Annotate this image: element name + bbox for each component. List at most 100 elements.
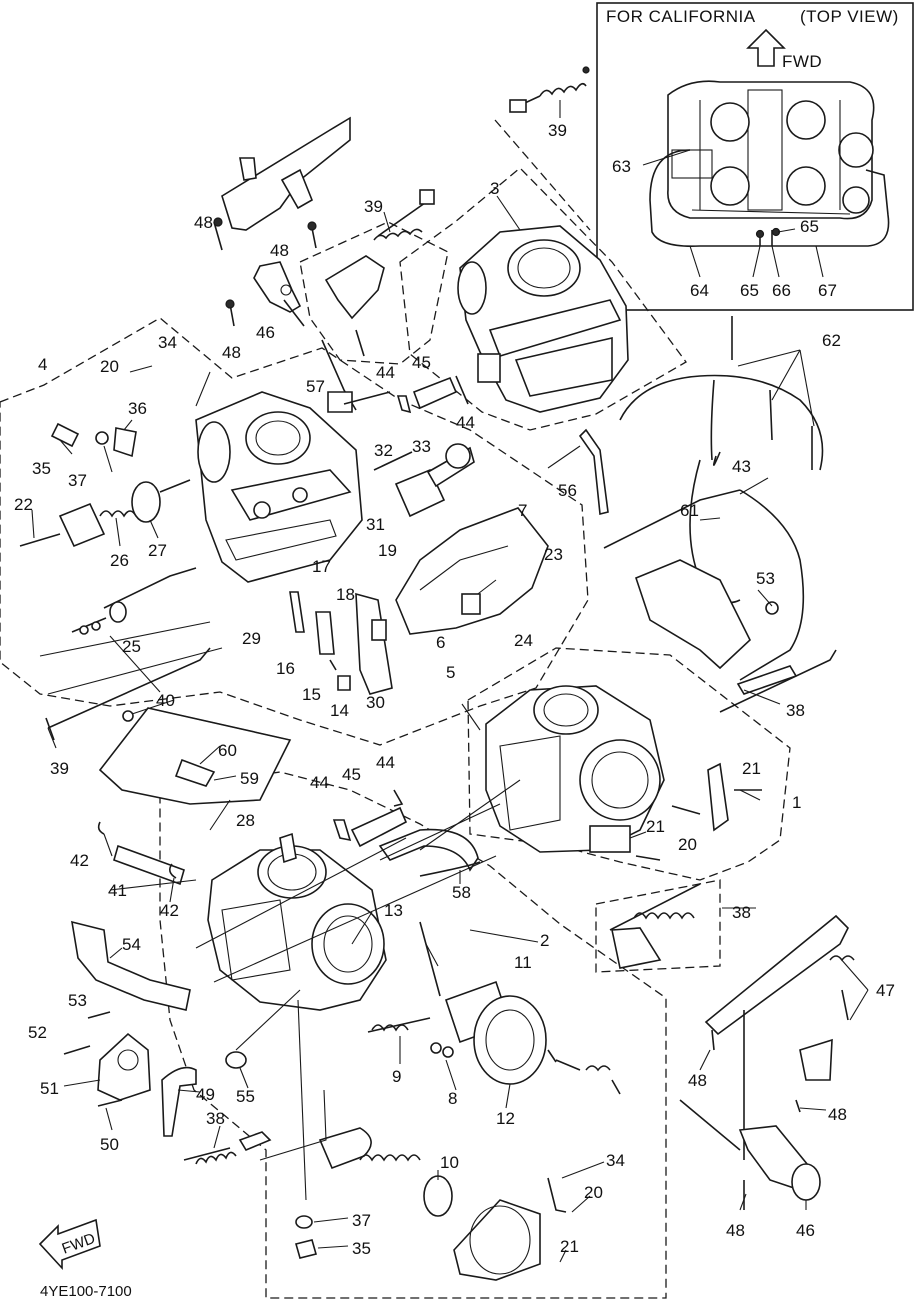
callout-14: 14: [330, 701, 349, 720]
diaphragm-parts: [367, 921, 621, 1095]
callout-37: 37: [352, 1211, 371, 1230]
spring-39-top: [509, 66, 590, 113]
callout-49: 49: [196, 1085, 215, 1104]
assembly-4-outline: [0, 317, 589, 746]
callout-6: 6: [436, 633, 445, 652]
inset-hose: [649, 149, 890, 248]
cables-and-hoses-right: [603, 316, 824, 681]
callout-13: 13: [384, 901, 403, 920]
callout-19: 19: [378, 541, 397, 560]
hose-58: [378, 828, 481, 877]
callout-39: 39: [364, 197, 383, 216]
callout-9: 9: [392, 1067, 401, 1086]
callout-40: 40: [156, 691, 175, 710]
callout-44: 44: [376, 363, 395, 382]
hose-41: [97, 821, 185, 886]
callout-23: 23: [544, 545, 563, 564]
callout-54: 54: [122, 935, 141, 954]
callout-21: 21: [742, 759, 761, 778]
callout-leaders: [31, 100, 869, 1263]
callout-15: 15: [302, 685, 321, 704]
bottom-small-parts: [259, 999, 327, 1259]
diagram-code: 4YE100-7100: [40, 1283, 132, 1300]
assembly-2-outline: [159, 771, 667, 1299]
callout-31: 31: [366, 515, 385, 534]
callout-21: 21: [646, 817, 665, 836]
callout-38: 38: [206, 1109, 225, 1128]
callout-7: 7: [518, 501, 527, 520]
rod-39-left: [39, 621, 223, 741]
lower-left-parts: [63, 920, 272, 1165]
callout-58: 58: [452, 883, 471, 902]
callout-20: 20: [100, 357, 119, 376]
top-cover-10: [318, 1127, 567, 1281]
callout-62: 62: [822, 331, 841, 350]
callout-27: 27: [148, 541, 167, 560]
fwd-arrow-icon: [38, 1218, 101, 1271]
callout-45: 45: [342, 765, 361, 784]
callout-2: 2: [540, 931, 549, 950]
inset-callout-64: 64: [690, 281, 709, 300]
carburetor-4: [195, 391, 363, 583]
callout-47: 47: [876, 981, 895, 1000]
callout-17: 17: [312, 557, 331, 576]
callout-24: 24: [514, 631, 533, 650]
carburetor-2: [207, 832, 387, 1011]
callout-34: 34: [606, 1151, 625, 1170]
connecting-lines: [109, 703, 521, 1051]
callout-46: 46: [256, 323, 275, 342]
callout-36: 36: [128, 399, 147, 418]
callout-16: 16: [276, 659, 295, 678]
callout-22: 22: [14, 495, 33, 514]
callout-8: 8: [448, 1089, 457, 1108]
bracket-40: [98, 707, 292, 805]
callout-28: 28: [236, 811, 255, 830]
inset-fwd-label: FWD: [782, 52, 822, 71]
hose-56: [578, 428, 609, 515]
inset-frame: [596, 2, 914, 311]
forward-arrow-icon: [746, 28, 786, 67]
upper-pipe-parts: [343, 375, 469, 414]
callout-20: 20: [584, 1183, 603, 1202]
callout-38: 38: [786, 701, 805, 720]
callout-33: 33: [412, 437, 431, 456]
callout-30: 30: [366, 693, 385, 712]
callout-56: 56: [558, 481, 577, 500]
callout-48: 48: [726, 1221, 745, 1240]
callout-50: 50: [100, 1135, 119, 1154]
middle-pipe-parts: [332, 789, 408, 848]
carburetor-bank-top-view: [667, 80, 875, 220]
callout-21: 21: [560, 1237, 579, 1256]
callout-35: 35: [352, 1239, 371, 1258]
left-small-parts: [19, 422, 197, 635]
callout-26: 26: [110, 551, 129, 570]
callout-60: 60: [218, 741, 237, 760]
callout-61: 61: [680, 501, 699, 520]
callout-39: 39: [548, 121, 567, 140]
callout-48: 48: [222, 343, 241, 362]
bracket-38: [609, 883, 701, 969]
callout-34: 34: [158, 333, 177, 352]
callout-42: 42: [70, 851, 89, 870]
callout-4: 4: [38, 355, 47, 374]
callout-59: 59: [240, 769, 259, 788]
callout-5: 5: [446, 663, 455, 682]
inset-view-label: (TOP VIEW): [800, 7, 899, 26]
inset-callout-67: 67: [818, 281, 837, 300]
callout-25: 25: [122, 637, 141, 656]
callout-18: 18: [336, 585, 355, 604]
callout-29: 29: [242, 629, 261, 648]
inset-region-label: FOR CALIFORNIA: [606, 7, 756, 26]
callout-3: 3: [490, 179, 499, 198]
california-inset: FOR CALIFORNIA (TOP VIEW) FWD: [596, 2, 914, 311]
callout-53: 53: [68, 991, 87, 1010]
callout-1: 1: [792, 793, 801, 812]
float-bowl-7: [395, 507, 549, 635]
callout-39: 39: [50, 759, 69, 778]
fwd-badge: FWD: [38, 1218, 101, 1271]
link-group-outline: [299, 221, 449, 365]
callout-44: 44: [456, 413, 475, 432]
callout-53: 53: [756, 569, 775, 588]
callout-35: 35: [32, 459, 51, 478]
